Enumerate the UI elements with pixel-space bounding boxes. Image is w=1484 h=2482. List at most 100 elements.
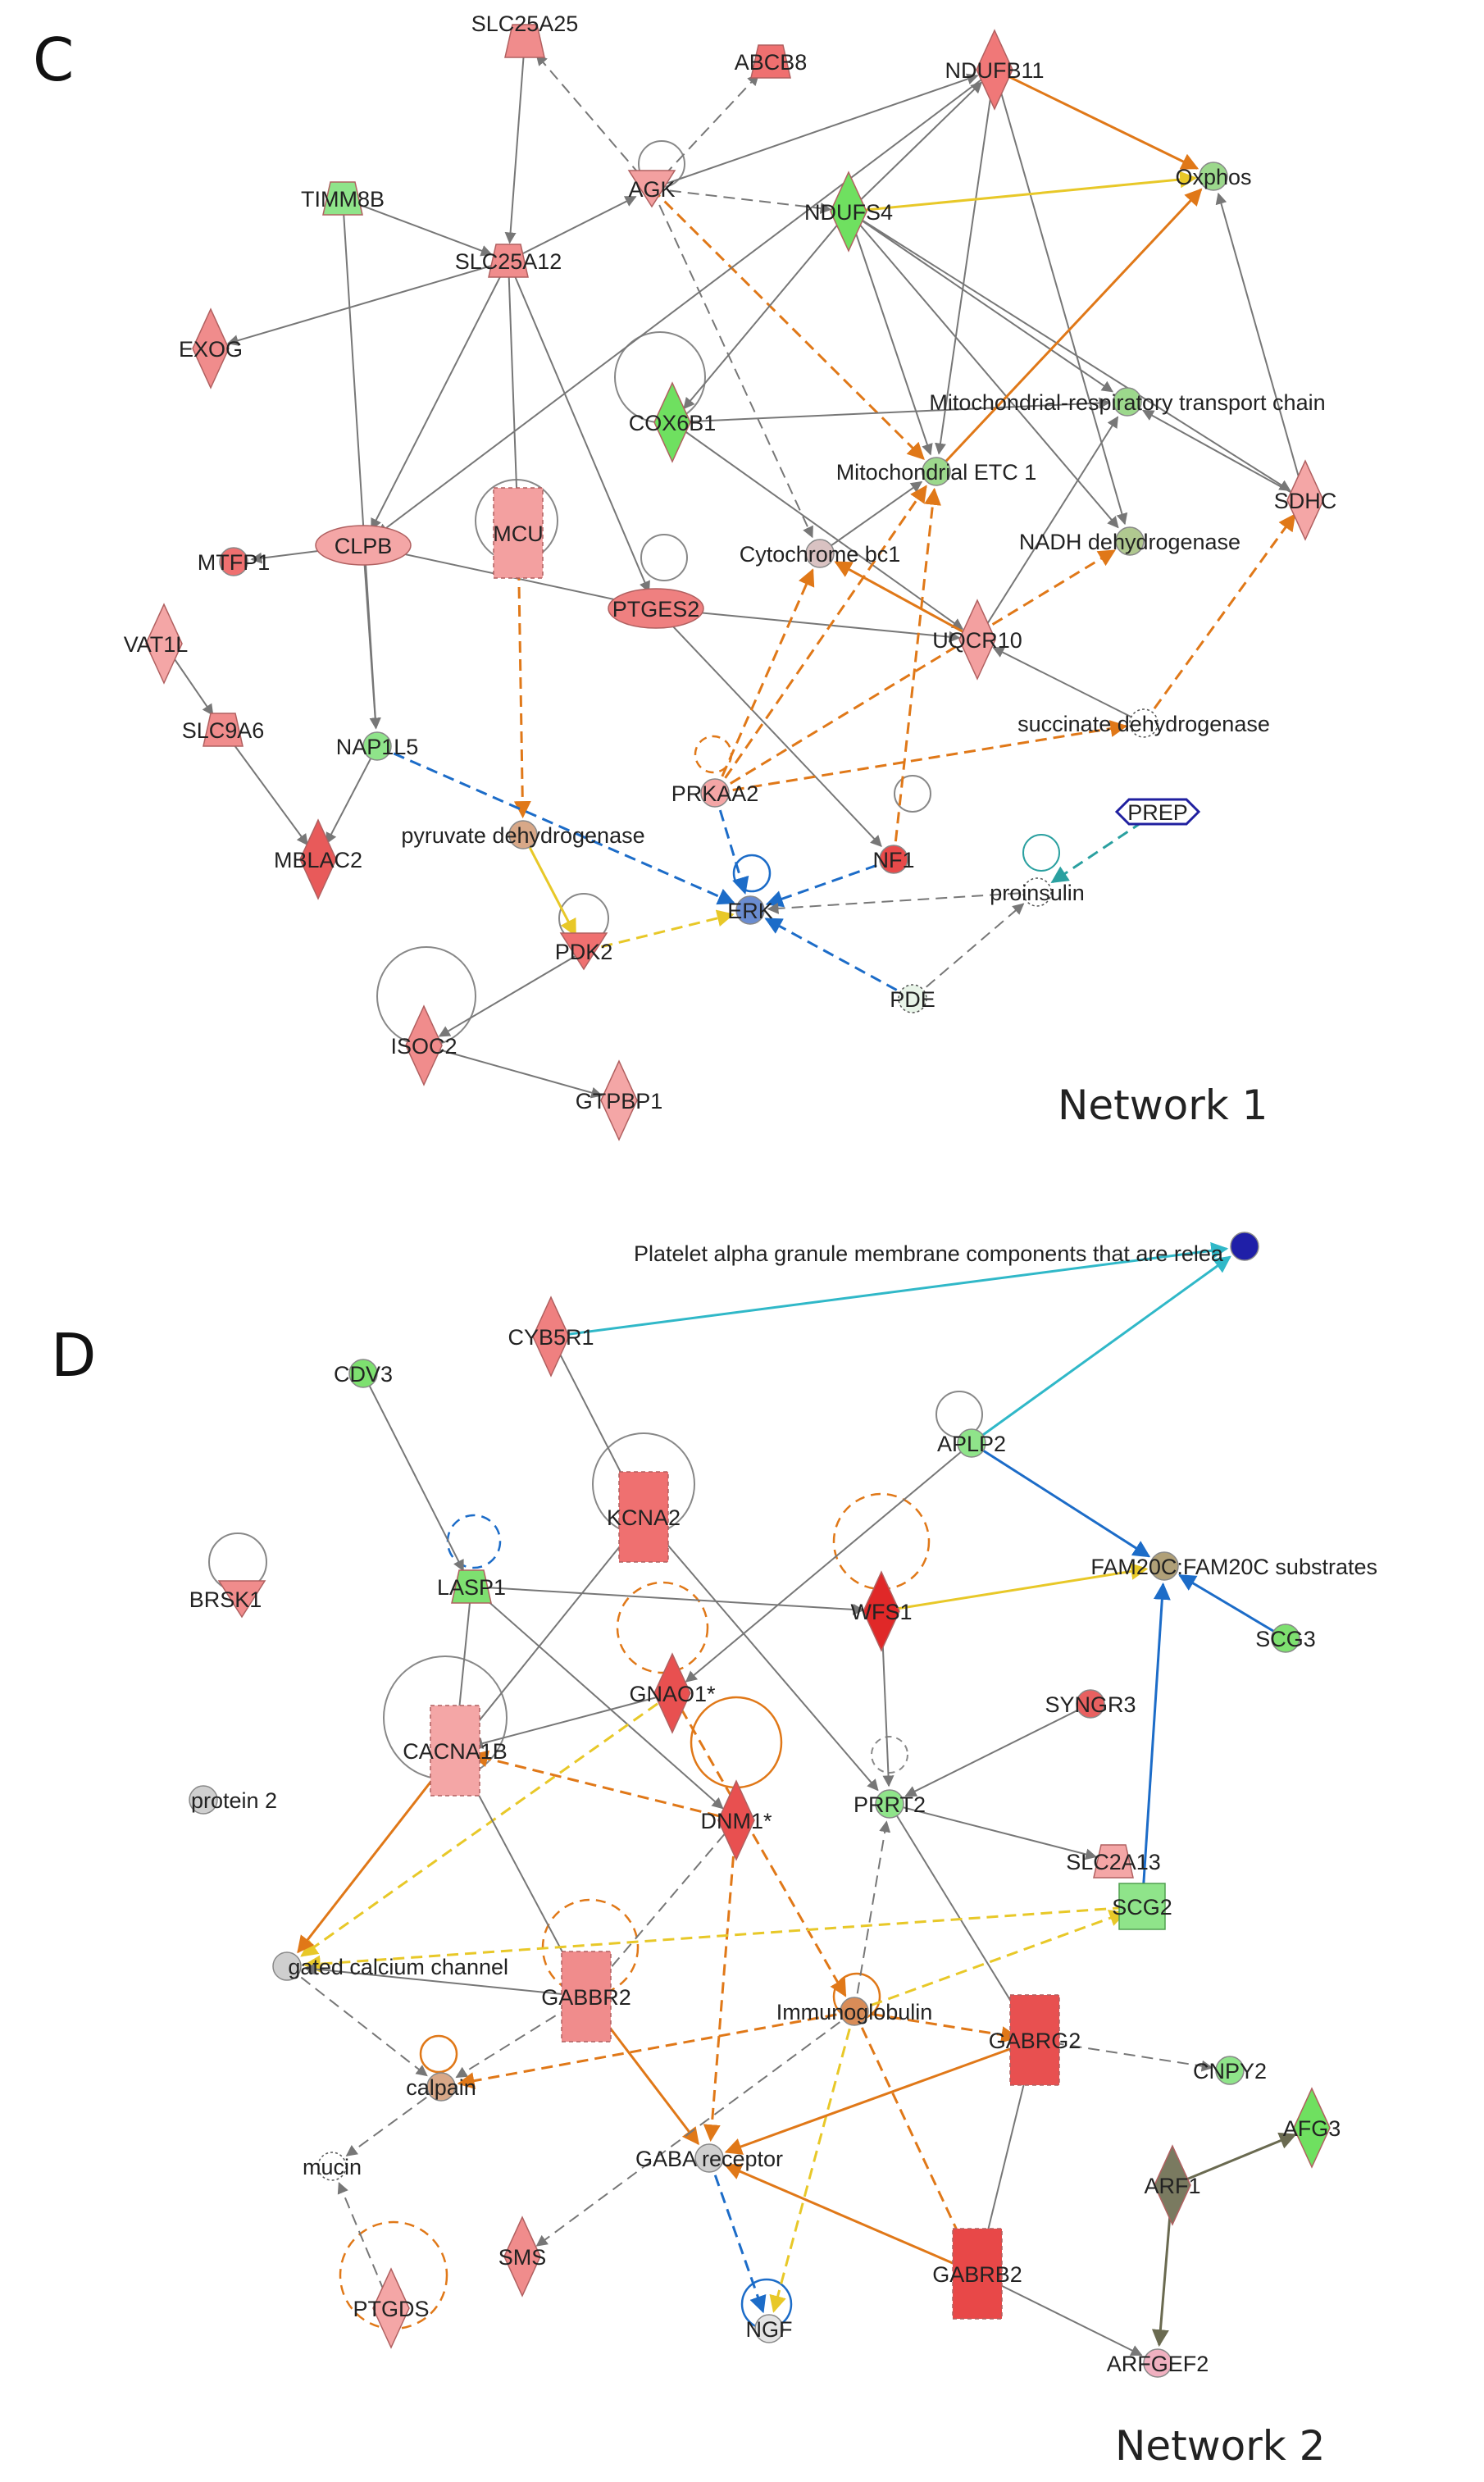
node-shape-protein2 xyxy=(189,1785,218,1815)
edge-ndufb11-to-metc1 xyxy=(935,69,995,455)
node-shape-nadh xyxy=(1115,526,1145,556)
node-shape-ngf xyxy=(754,2314,784,2343)
node-label-uqcr10: UQCR10 xyxy=(932,628,1022,653)
panel-letter-c: C xyxy=(33,25,74,94)
node-prep: PREP xyxy=(1114,798,1201,826)
node-label-wfs1: WFS1 xyxy=(850,1600,912,1624)
node-label-afg3: AFG3 xyxy=(1283,2116,1341,2141)
node-shape-exog xyxy=(192,307,230,389)
node-ptges2: PTGES2 xyxy=(608,588,704,629)
node-label-vgcc: gated calcium channel xyxy=(288,1955,508,1979)
node-shape-isoc2 xyxy=(405,1004,443,1086)
node-label-proinsulin: proinsulin xyxy=(990,881,1085,905)
node-shape-mcu xyxy=(493,487,544,579)
node-nadh: NADH dehydrogenase xyxy=(1019,526,1240,556)
edge-sdh-to-sdhc xyxy=(1142,513,1296,724)
node-label-timm8b: TIMM8B xyxy=(301,187,385,212)
node-metc1: Mitochondrial ETC 1 xyxy=(836,457,1036,486)
node-shape-mtfp1 xyxy=(219,547,248,576)
edge-agk-to-slc25a25 xyxy=(535,53,653,189)
edge-timm8b-to-slc25a12 xyxy=(342,198,493,257)
node-label-vat1l: VAT1L xyxy=(124,632,189,657)
node-label-slc25a12: SLC25A12 xyxy=(455,249,562,274)
edge-ig-to-calpain xyxy=(457,2010,855,2089)
edge-slc25a12-to-ptges2 xyxy=(508,260,650,594)
node-scg2: SCG2 xyxy=(1112,1883,1172,1930)
edge-aplp2-to-pagmc xyxy=(971,1255,1231,1445)
edge-pde-to-erk xyxy=(764,918,913,1000)
edge-ndufb11-to-oxphos xyxy=(994,68,1199,170)
node-ndufb11: NDUFB11 xyxy=(945,29,1045,111)
node-shape-pagmc xyxy=(1230,1232,1259,1261)
node-gabrg2: GABRG2 xyxy=(989,1994,1081,2086)
node-gabar: GABA receptor xyxy=(635,2143,783,2173)
edge-ptges2-to-nf1 xyxy=(655,608,882,848)
node-label-calpain: calpain xyxy=(406,2075,476,2100)
edge-pdk2-to-erk xyxy=(583,909,735,953)
edge-agk-to-cytbc1 xyxy=(651,188,813,539)
node-abcb8: ABCB8 xyxy=(735,44,807,79)
node-shape-prkaa2 xyxy=(700,778,730,808)
edge-arf-to-afg3 xyxy=(1172,2132,1297,2187)
node-shape-cyb5r1 xyxy=(532,1296,570,1378)
node-afg3: AFG3 xyxy=(1283,2087,1341,2169)
node-shape-slc25a25 xyxy=(504,24,545,58)
edge-calpain-to-mucin xyxy=(345,2086,442,2156)
edge-nf1-to-metc1 xyxy=(892,487,941,860)
node-dnm1: DNM1* xyxy=(700,1779,772,1861)
node-shape-sdh xyxy=(1129,708,1159,738)
edge-proinsulin-to-erk xyxy=(767,891,1038,914)
node-timm8b: TIMM8B xyxy=(301,181,385,216)
node-shape-calpain xyxy=(426,2072,456,2102)
node-label-mcu: MCU xyxy=(493,521,544,546)
node-pagmc: Platelet alpha granule membrane componen… xyxy=(634,1232,1259,1266)
node-shape-prep xyxy=(1114,798,1201,826)
edge-sdhc-to-mrtc xyxy=(1142,409,1306,501)
edge-kcna2-to-cacna1b xyxy=(465,1516,644,1737)
node-shape-gabrb2 xyxy=(952,2228,1003,2320)
edge-ndufs4-to-cox6b1 xyxy=(683,211,849,410)
edge-gnao1-to-ig xyxy=(671,1692,847,1997)
node-shape-nf1 xyxy=(879,845,908,874)
node-shape-cox6b1 xyxy=(653,381,691,463)
node-shape-gabar xyxy=(694,2143,724,2173)
node-shape-ptges2 xyxy=(608,588,704,629)
edge-scg3-to-fam20c xyxy=(1178,1573,1286,1640)
self-loops xyxy=(376,140,1060,1046)
node-label-scg3: SCG3 xyxy=(1255,1627,1316,1651)
node-cacna1b: CACNA1B xyxy=(403,1705,508,1797)
node-label-arfgef2: ARFGEF2 xyxy=(1107,2352,1209,2376)
node-shape-lasp1 xyxy=(451,1569,492,1604)
node-label-lasp1: LASP1 xyxy=(437,1575,506,1600)
node-uqcr10: UQCR10 xyxy=(932,599,1022,681)
node-label-pde: PDE xyxy=(890,987,935,1012)
node-shape-pdh xyxy=(508,820,538,849)
node-cyb5r1: CYB5R1 xyxy=(508,1296,594,1378)
edge-ndufs4-to-nadh xyxy=(848,211,1119,529)
node-sdhc: SDHC xyxy=(1274,459,1336,541)
edge-gabar-to-ngf xyxy=(708,2157,767,2314)
edge-uqcr10-to-mrtc xyxy=(976,416,1119,640)
edge-nap1l5-to-erk xyxy=(376,745,735,905)
node-prrt2: PRRT2 xyxy=(854,1789,926,1819)
edge-ndufb11-to-nadh xyxy=(994,69,1128,526)
edge-nf1-to-erk xyxy=(765,858,894,908)
node-label-ngf: NGF xyxy=(746,2317,793,2342)
node-shape-kcna2 xyxy=(618,1471,669,1563)
node-label-pdh: pyruvate dehydrogenase xyxy=(401,823,644,848)
edge-gabrb2-to-gabar xyxy=(724,2163,978,2275)
node-shape-afg3 xyxy=(1293,2087,1331,2169)
node-shape-slc2a13 xyxy=(1093,1844,1134,1879)
node-ndufs4: NDUFS4 xyxy=(804,171,893,253)
node-shape-timm8b xyxy=(322,181,363,216)
node-shape-ndufb11 xyxy=(976,29,1013,111)
edge-prkaa2-to-nadh xyxy=(714,549,1116,795)
node-agk: AGK xyxy=(627,170,676,208)
node-ig: Immunoglobulin xyxy=(776,1997,932,2026)
node-pdh: pyruvate dehydrogenase xyxy=(401,820,645,849)
edge-ndufs4-to-mrtc xyxy=(848,211,1113,393)
node-shape-arf xyxy=(1154,2144,1191,2226)
edge-slc25a12-to-mcu xyxy=(508,260,523,517)
node-label-gabar: GABA receptor xyxy=(635,2147,783,2171)
